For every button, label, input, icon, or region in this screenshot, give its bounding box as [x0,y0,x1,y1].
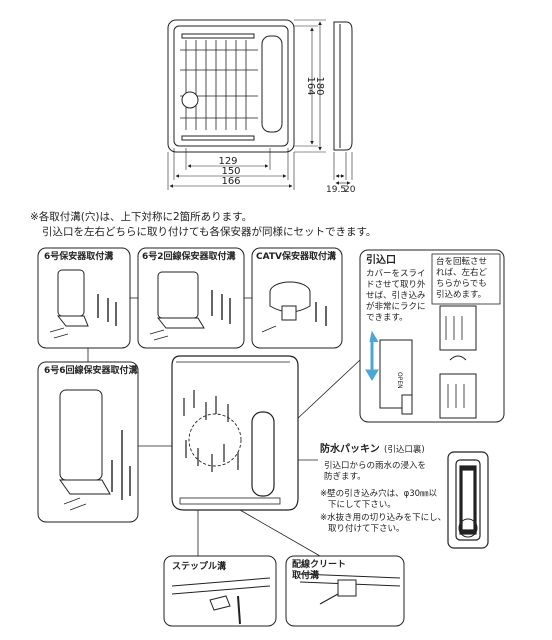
dim-150: 150 [221,166,240,177]
dim-166: 166 [221,176,240,187]
dim-164: 164 [305,76,316,95]
packing-desc-2: 防ぎます。 [324,471,366,482]
dim-20: 20 [344,185,356,195]
inlet-desc-1: カバーをスライ [366,269,426,279]
catv-protector-drawing [261,281,327,333]
note-line-1: ※各取付溝(穴)は、上下対称に2箇所あります。 [30,211,253,223]
inlet-desc-3: せば、引き込み [366,290,426,301]
label-6go-2kaisen: 6号2回線保安器取付溝 [142,250,236,262]
packing-note2-1: ※水抜き用の切り込みを下にし、 [320,512,446,523]
label-6go-6kaisen: 6号6回線保安器取付溝 [44,364,138,376]
packing-note2-2: 取り付けて下さい。 [328,523,405,534]
label-cleat-1: 配線クリート [292,558,346,570]
label-6go: 6号保安器取付溝 [44,250,113,262]
rotate-4: 引込めます。 [436,289,486,300]
rotate-3: ちらからでも [436,279,487,289]
note-line-2: 引込口を左右どちらに取り付けても各保安器が同様にセットできます。 [42,226,377,238]
front-view-drawing [167,19,326,190]
label-staple: ステップル溝 [172,560,226,572]
label-catv: CATV保安器取付溝 [256,250,336,262]
dim-180: 180 [314,76,325,95]
dim-19-5: 19.5 [326,185,346,195]
inlet-title: 引込口 [366,253,396,266]
rotate-2: れば、左右ど [436,267,488,278]
side-view-drawing [333,21,353,185]
protector-6kaisen-drawing [59,389,131,511]
packing-note1-2: 下にして下さい。 [328,500,396,510]
packing-sub: (引込口裏) [384,444,425,455]
protector-6go-drawing [49,269,117,339]
label-cleat-2: 取付溝 [292,569,319,581]
inlet-drawing [365,305,477,419]
rotate-box [431,253,501,305]
packing-drawing [447,451,489,549]
open-label: OPEN [396,372,403,389]
packing-note1-1: ※壁の引き込み穴は、φ30㎜以 [320,488,438,499]
inlet-desc-5: できます。 [366,313,408,323]
dim-129: 129 [218,156,237,167]
main-box-drawing [171,355,299,511]
packing-desc-1: 引込口からの雨水の浸入を [324,460,426,471]
inlet-desc-2: ドさせて取り外 [366,279,426,290]
staple-drawing [171,577,271,625]
panel-staple [163,555,277,627]
inlet-desc-4: が非常にラクに [366,301,426,312]
cleat-drawing [299,573,401,605]
rotate-1: 台を回転させ [436,256,487,267]
packing-title: 防水パッキン [320,442,380,455]
protector-2kaisen-drawing [149,271,231,341]
